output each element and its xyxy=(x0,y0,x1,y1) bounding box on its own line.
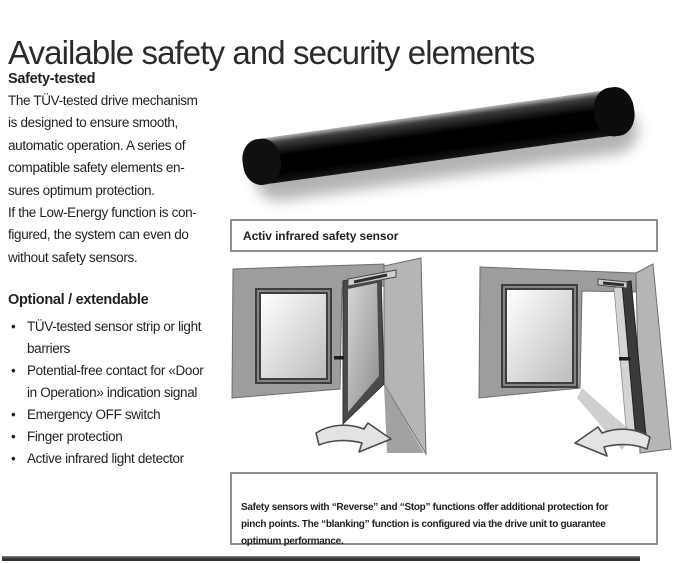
footer-rule xyxy=(2,556,640,561)
window-glass xyxy=(507,290,572,382)
infrared-sensor-bar-image xyxy=(243,87,633,187)
optional-extendable-heading: Optional / extendable xyxy=(8,292,149,309)
sensor-photo xyxy=(232,62,660,214)
sensor-caption-text: Activ infrared safety sensor xyxy=(243,228,399,243)
door-illustration-left xyxy=(231,257,427,456)
window-inner-frame xyxy=(257,290,330,382)
drive-unit-arm xyxy=(602,281,625,287)
door-floor-shadow xyxy=(384,384,424,453)
optional-bullet-list: TÜV-tested sensor strip or light barrier… xyxy=(8,316,230,470)
drive-unit xyxy=(597,278,628,289)
page-title: Available safety and security elements xyxy=(8,34,535,72)
door-figures-caption-text: Safety sensors with “Reverse” and “Stop”… xyxy=(241,502,609,547)
door-leaf-glass xyxy=(348,283,379,412)
door-figures-caption-box: Safety sensors with “Reverse” and “Stop”… xyxy=(230,472,658,547)
open-door xyxy=(334,272,385,426)
left-text-column: Safety-tested The TÜV-tested drive mecha… xyxy=(8,68,230,470)
bullet-item: Active infrared light detector xyxy=(8,448,230,470)
curved-arrow-left-icon xyxy=(574,426,651,457)
door-handle xyxy=(619,357,631,361)
curved-arrow-right-icon xyxy=(315,422,392,453)
bullet-item: Emergency OFF switch xyxy=(8,404,230,426)
bullet-item: Finger protection xyxy=(8,426,230,448)
safety-tested-paragraph: The TÜV-tested drive mechanism is design… xyxy=(8,93,198,265)
door-illustration-right xyxy=(478,263,672,457)
drive-unit-arm xyxy=(353,273,388,284)
door-handle xyxy=(334,356,344,360)
bullet-item: Potential-free contact for «Door in Oper… xyxy=(8,360,230,404)
drive-unit xyxy=(347,269,397,287)
sensor-caption-box: Activ infrared safety sensor xyxy=(230,219,658,252)
window-glass xyxy=(261,294,326,378)
bullet-item: TÜV-tested sensor strip or light barrier… xyxy=(8,316,230,360)
window-inner-frame xyxy=(503,286,576,386)
safety-tested-heading: Safety-tested xyxy=(8,71,96,87)
side-wall xyxy=(383,257,427,456)
